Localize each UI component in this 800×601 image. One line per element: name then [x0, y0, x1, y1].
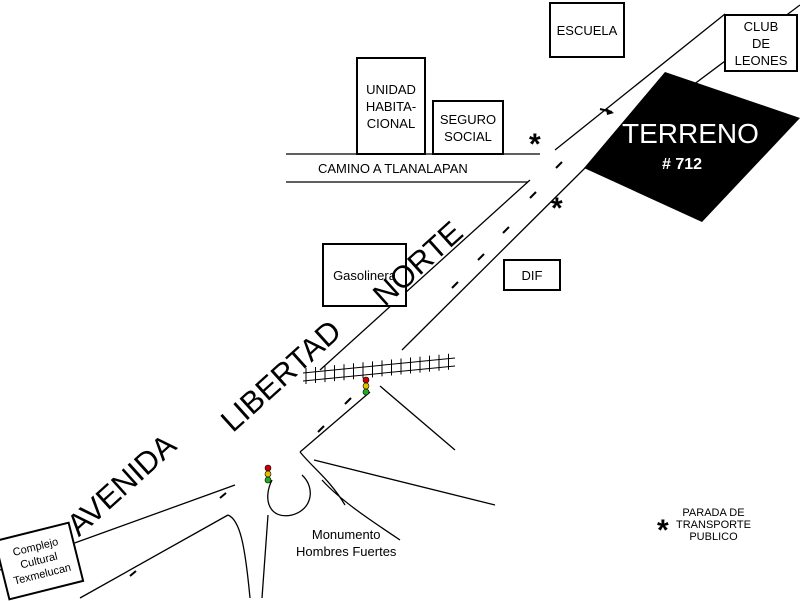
lane-dash — [477, 253, 485, 261]
lane-dash — [529, 191, 537, 199]
building-club-de-leones: CLUB DE LEONES — [724, 14, 798, 72]
landmark-monumento: Monumento Hombres Fuertes — [296, 527, 397, 559]
direction-arrow-icon — [599, 108, 614, 115]
traffic-light-north-icon — [362, 376, 370, 396]
lane-dash — [219, 492, 227, 499]
terreno-number: # 712 — [662, 156, 703, 173]
building-unidad-habitacional: UNIDAD HABITA- CIONAL — [356, 57, 426, 155]
avenue-edge-east — [79, 4, 800, 599]
building-escuela: ESCUELA — [549, 2, 625, 58]
legend-bus-stop-icon: * — [657, 514, 669, 547]
lane-dash — [344, 397, 352, 405]
building-dif: DIF — [503, 259, 561, 291]
railway — [302, 353, 456, 384]
lane-dash — [129, 570, 137, 577]
terreno-lot — [584, 72, 800, 222]
bus-stop-icon: * — [551, 192, 563, 225]
roundabout-road — [227, 385, 496, 599]
lane-dash — [451, 281, 459, 289]
traffic-light-south-icon — [264, 464, 272, 484]
lane-dash — [317, 425, 325, 433]
street-camino-a-tlanalapan: CAMINO A TLANALAPAN — [318, 161, 468, 176]
legend-text: PARADA DE TRANSPORTE PUBLICO — [676, 507, 751, 543]
lane-markings — [129, 161, 563, 577]
building-gasolinera: Gasolinera — [322, 243, 407, 307]
lane-dash — [555, 161, 563, 169]
terreno-title: TERRENO — [622, 118, 759, 149]
lane-dash — [502, 226, 510, 234]
building-seguro-social: SEGURO SOCIAL — [432, 100, 504, 155]
bus-stop-icon: * — [529, 128, 541, 161]
